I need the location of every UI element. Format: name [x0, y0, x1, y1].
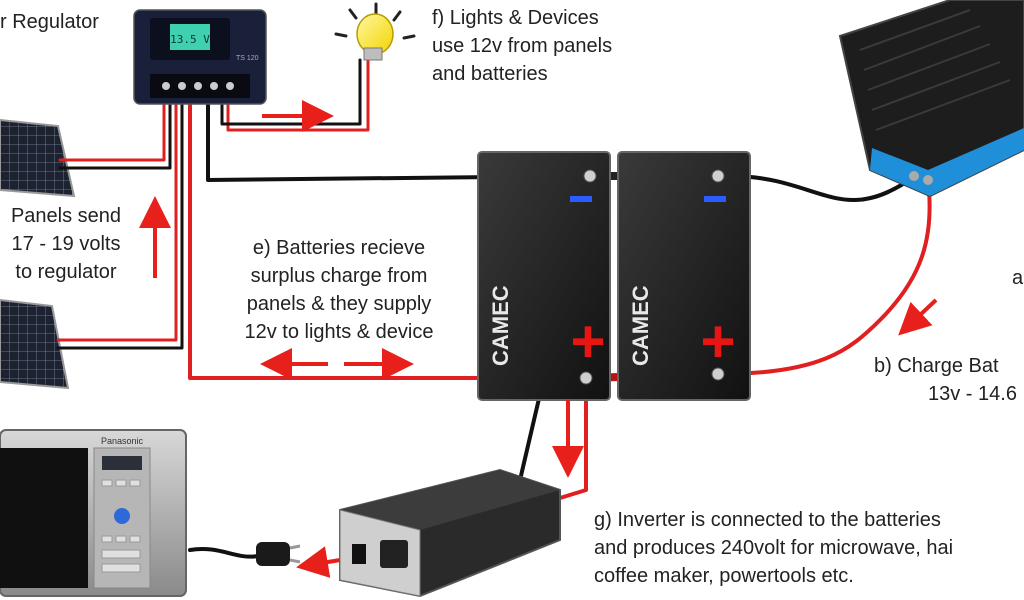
lights-label-line-1: f) Lights & Devices — [432, 7, 599, 29]
regulator-label: r Regulator — [0, 8, 99, 36]
battery-terminals — [579, 169, 725, 385]
regulator-label-text: r Regulator — [0, 11, 99, 33]
panels-label-line-1: Panels send — [10, 205, 122, 227]
solar-panel-top — [0, 118, 76, 198]
battery-right: CAMEC + — [617, 151, 751, 401]
panels-label: Panels send 17 - 19 volts to regulator — [0, 202, 132, 286]
inverter-label-line-2: and produces 240volt for microwave, hai — [594, 537, 954, 559]
battery-right-brand: CAMEC — [628, 285, 653, 366]
regulator-model-label: TS 120 — [236, 55, 259, 62]
batteries-label-line-2: surplus charge from — [250, 265, 428, 287]
lights-wire-negative — [220, 58, 362, 126]
regulator-screen-value: 13.5 V — [170, 33, 210, 46]
solar-panel-bottom — [0, 298, 70, 390]
panels-label-line-2: 17 - 19 volts — [11, 233, 121, 255]
inverter — [339, 468, 561, 598]
battery-left-brand: CAMEC — [488, 285, 513, 366]
charge-label-line-1: b) Charge Bat — [874, 355, 999, 377]
charge-label-line-2: 13v - 14.6 — [928, 383, 1017, 405]
charge-label: b) Charge Bat 13v - 14.6 — [874, 352, 1024, 408]
flow-arrows — [139, 100, 938, 578]
lights-wire-positive — [226, 58, 370, 132]
lights-label-line-2: use 12v from panels — [432, 35, 613, 57]
lights-label: f) Lights & Devices use 12v from panels … — [432, 4, 612, 88]
batteries-label: e) Batteries recieve surplus charge from… — [216, 234, 462, 346]
panel-top-wire-negative — [58, 100, 172, 170]
microwave: Panasonic — [0, 429, 187, 597]
charger-side-label-text: a — [1012, 267, 1024, 289]
battery-right-plus: + — [700, 308, 735, 375]
inverter-label-line-3: coffee maker, powertools etc. — [594, 565, 854, 587]
batteries-label-line-1: e) Batteries recieve — [252, 237, 426, 259]
arrow-to-appliance — [296, 546, 341, 578]
lights-label-line-3: and batteries — [432, 63, 548, 85]
battery-charger — [838, 0, 1024, 198]
charger-wire-positive — [718, 178, 932, 376]
panel-bottom-wire-negative — [56, 100, 184, 350]
light-bulb-icon — [334, 2, 416, 61]
inverter-label-line-1: g) Inverter is connected to the batterie… — [594, 509, 941, 531]
microwave-brand: Panasonic — [101, 436, 144, 446]
panel-bottom-wire-positive — [56, 100, 178, 342]
microwave-power-cord — [188, 547, 260, 559]
charger-side-label: a — [1012, 264, 1023, 292]
charge-regulator: 13.5 V TS 120 — [133, 9, 267, 105]
regulator-screen — [170, 24, 210, 50]
arrow-charger-down — [898, 298, 938, 336]
charger-wire-negative — [728, 174, 917, 202]
batteries-label-line-4: 12v to lights & device — [244, 321, 434, 343]
battery-wire-negative — [206, 100, 592, 182]
battery-wire-positive — [188, 100, 586, 380]
inverter-wire-positive — [558, 378, 588, 500]
battery-left: CAMEC + — [477, 151, 611, 401]
power-plug-icon — [256, 542, 301, 566]
batteries-label-line-3: panels & they supply — [246, 293, 432, 315]
inverter-label: g) Inverter is connected to the batterie… — [594, 506, 1024, 590]
panel-top-wire-positive — [58, 100, 166, 162]
battery-left-plus: + — [570, 308, 605, 375]
panels-label-line-3: to regulator — [15, 261, 117, 283]
